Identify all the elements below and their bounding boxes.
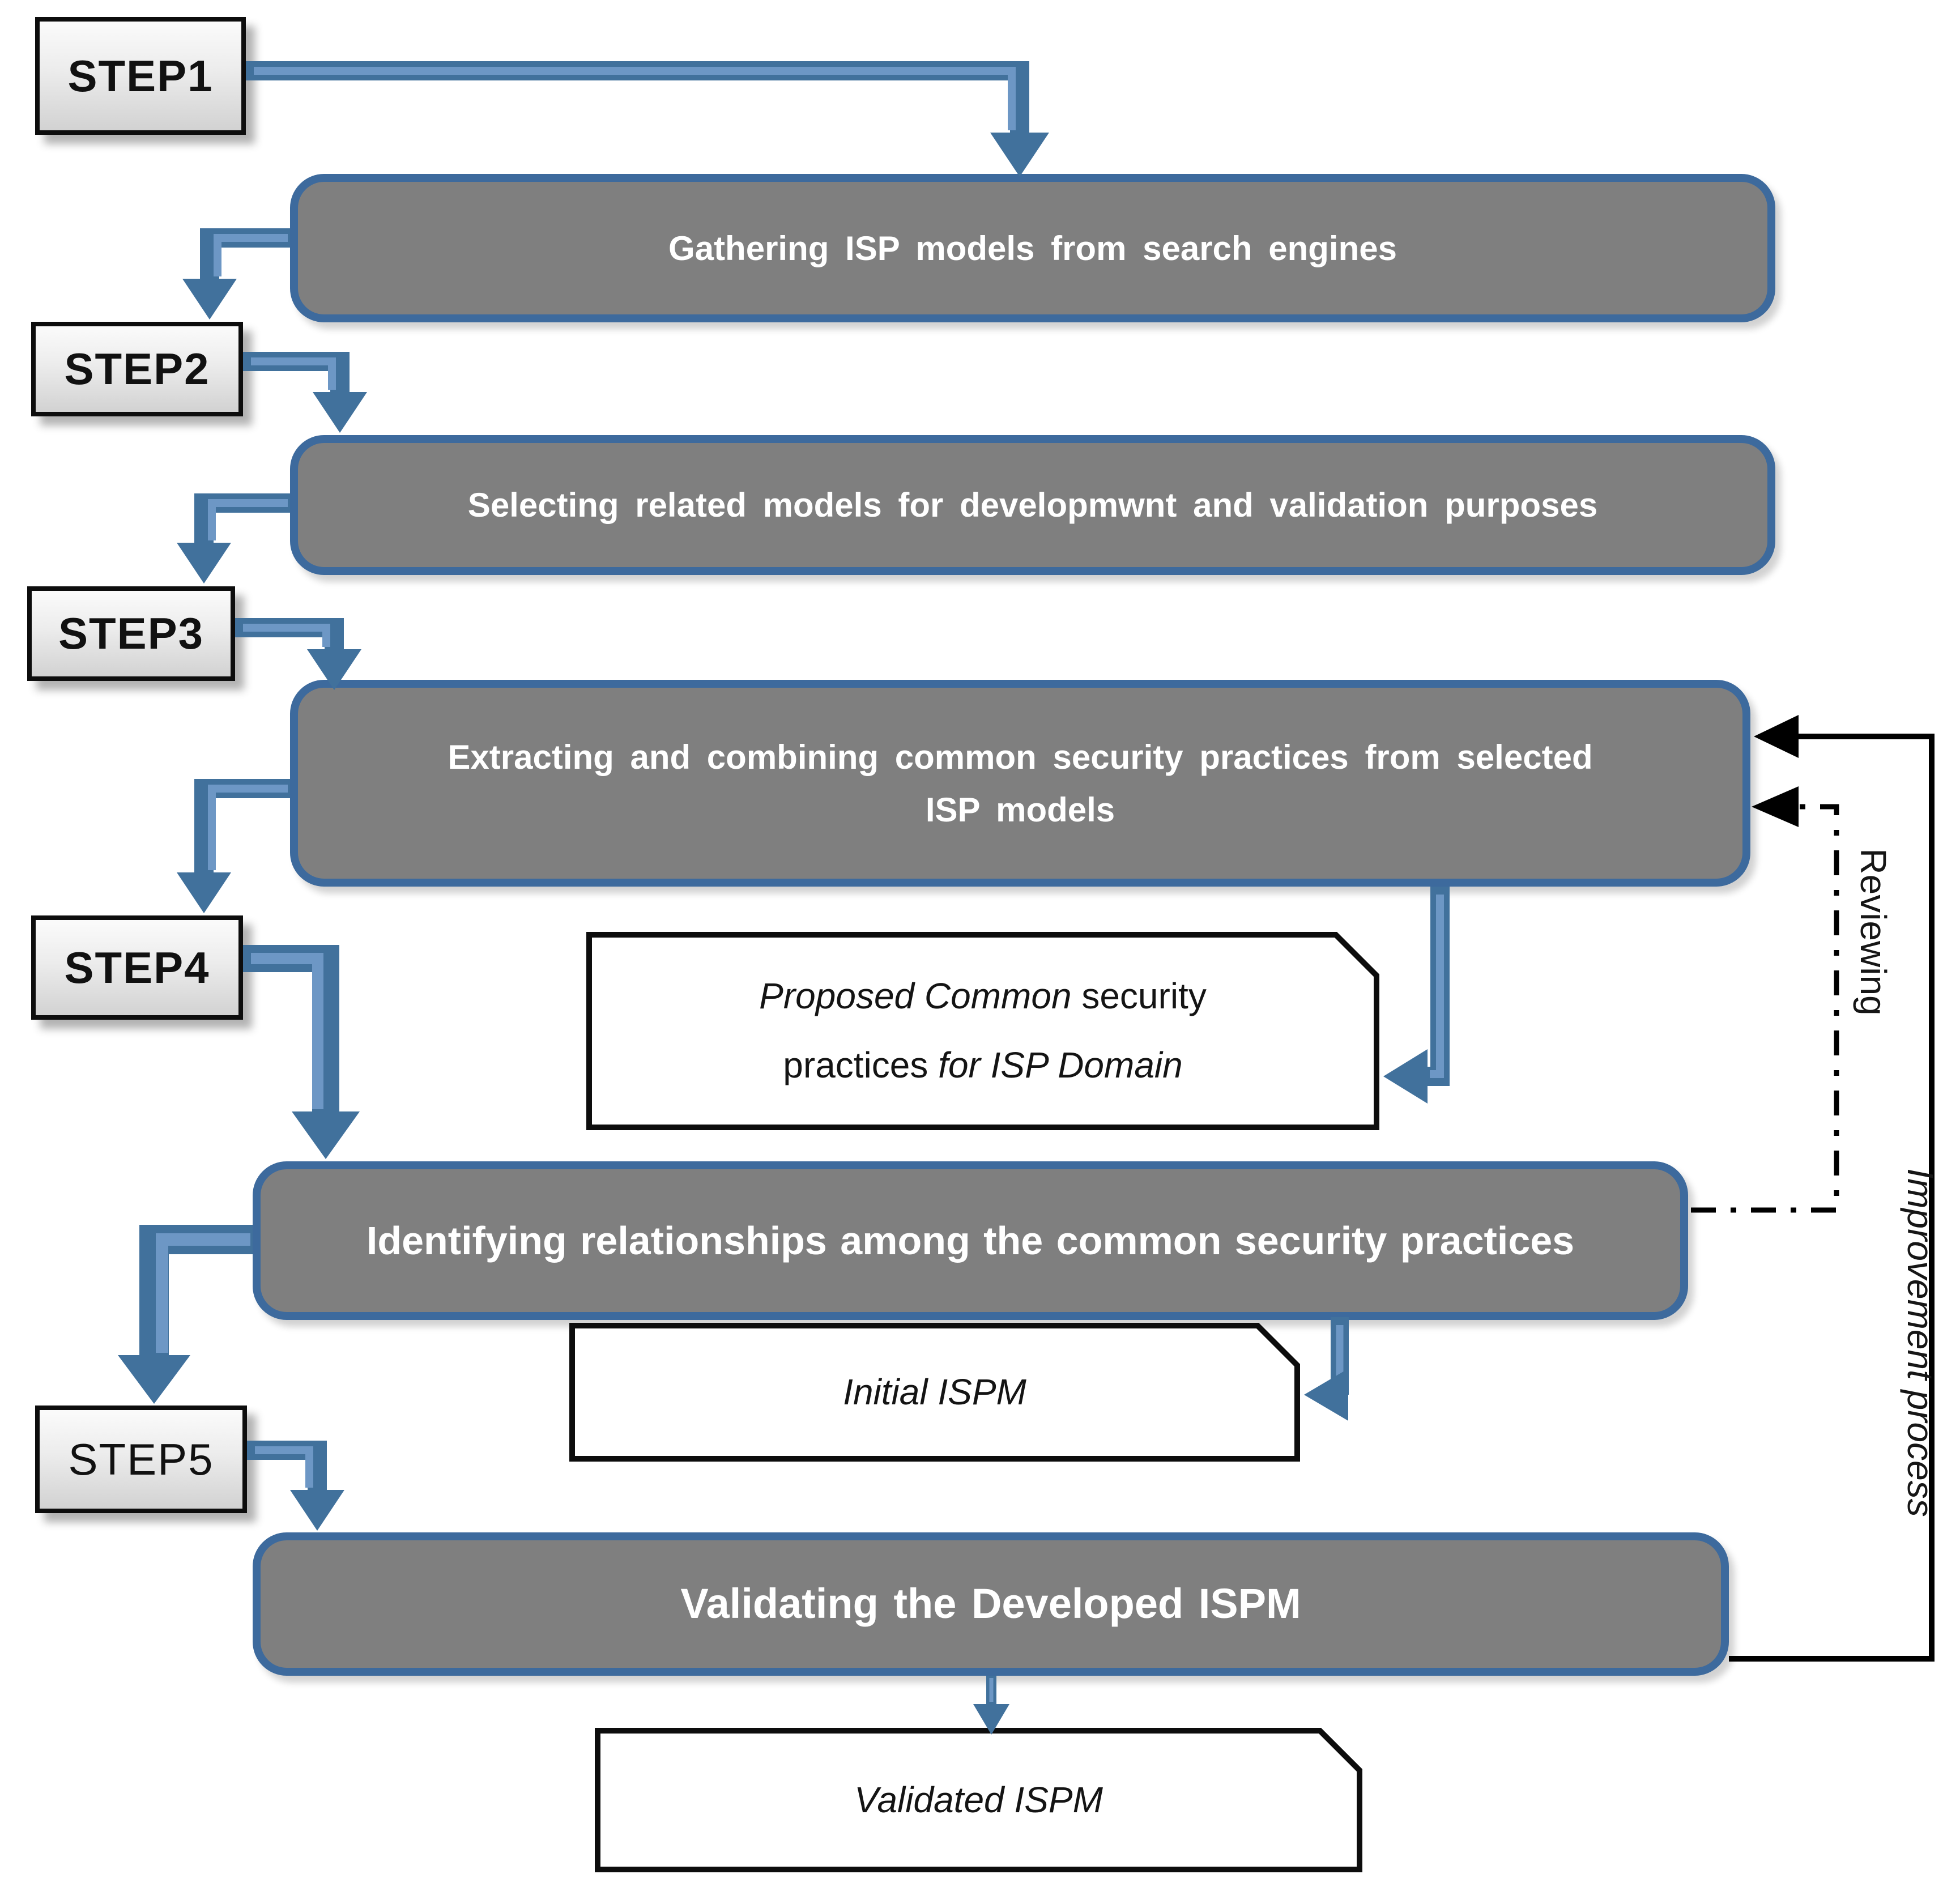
improvement-process-label: Improvement process <box>1900 1168 1941 1517</box>
validated-output-text: Validated ISPM <box>854 1779 1103 1820</box>
proposed-line2: practices for ISP Domain <box>783 1045 1183 1085</box>
reviewing-label: Reviewing <box>1853 848 1894 1016</box>
process-box-validating: Validating the Developed ISPM <box>253 1532 1729 1676</box>
step3-box: STEP3 <box>27 586 235 681</box>
validating-text: Validating the Developed ISPM <box>680 1580 1301 1628</box>
step1-label: STEP1 <box>67 50 214 101</box>
step1-box: STEP1 <box>35 17 246 135</box>
proposed-output-text: Proposed Common security practices for I… <box>589 935 1377 1127</box>
step4-label: STEP4 <box>64 942 210 993</box>
process-box-identifying: Identifying relationships among the comm… <box>253 1161 1688 1320</box>
extracting-text-line1: Extracting and combining common security… <box>448 738 1593 776</box>
step5-label: STEP5 <box>68 1434 214 1484</box>
extracting-text-line2: ISP models <box>925 790 1115 829</box>
gathering-text: Gathering ISP models from search engines <box>668 229 1397 267</box>
process-box-gathering: Gathering ISP models from search engines <box>290 174 1775 322</box>
initial-output-text: Initial ISPM <box>843 1371 1026 1412</box>
step3-label: STEP3 <box>58 608 204 658</box>
selecting-text: Selecting related models for developmwnt… <box>467 486 1598 524</box>
step2-label: STEP2 <box>64 344 210 394</box>
identifying-text: Identifying relationships among the comm… <box>366 1218 1575 1263</box>
proposed-line1: Proposed Common security <box>759 976 1207 1017</box>
process-box-extracting: Extracting and combining common security… <box>290 680 1750 887</box>
step2-box: STEP2 <box>31 322 243 416</box>
step5-box: STEP5 <box>35 1406 247 1513</box>
step4-box: STEP4 <box>31 915 243 1020</box>
process-box-selecting: Selecting related models for developmwnt… <box>290 435 1775 575</box>
